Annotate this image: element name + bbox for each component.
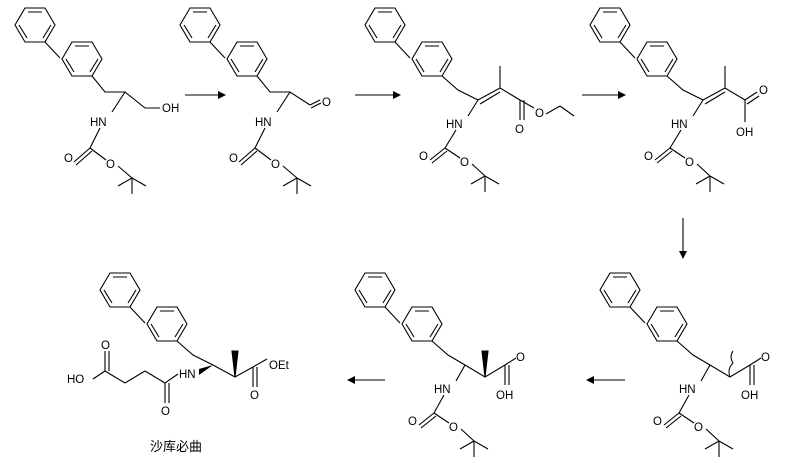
acid-oh-label: OH [496, 390, 513, 402]
ethoxy-label: OEt [269, 360, 290, 372]
boc-carbonyl-o-label: O [408, 416, 417, 428]
ester-o-label: O [535, 108, 544, 120]
nh-label: HN [255, 117, 272, 129]
biphenyl-group [364, 7, 453, 77]
nh-label: HN [446, 119, 463, 131]
nh-label: HN [671, 119, 688, 131]
acid-o-label: O [101, 340, 110, 352]
hydroxyl-label: OH [162, 103, 179, 115]
biphenyl-group [354, 272, 443, 342]
acid-oh-label: OH [741, 390, 758, 402]
boc-ester-o-label: O [685, 157, 694, 169]
boc-ester-o-label: O [694, 422, 703, 434]
biphenyl-group [14, 7, 103, 77]
compound-4: O OH HN O O [589, 7, 768, 192]
nh-label: HN [90, 117, 107, 129]
nh-label: HN [434, 384, 451, 396]
compound-2: O HN O O [179, 7, 331, 194]
amide-o-label: O [161, 406, 170, 418]
ester-o-label: O [271, 159, 280, 171]
boc-carbonyl-o-label: O [653, 416, 662, 428]
acid-oh-label: OH [736, 127, 753, 139]
carbonyl-o-label: O [515, 124, 524, 136]
carbonyl-o-label: O [759, 85, 768, 97]
compound-1: OH HN O O [14, 7, 179, 194]
compound-5: O OH HN O O [599, 272, 770, 457]
carbonyl-o-label: O [229, 153, 238, 165]
boc-ester-o-label: O [460, 157, 469, 169]
biphenyl-group [589, 7, 678, 77]
amide-nh-label: HN [179, 369, 196, 381]
biphenyl-group [179, 7, 268, 77]
ester-carbonyl-o-label: O [250, 390, 259, 402]
acid-ho-label: HO [67, 374, 84, 386]
carbonyl-o-label: O [64, 153, 73, 165]
acid-o-label: O [516, 352, 525, 364]
biphenyl-group [599, 272, 688, 342]
aldehyde-o-label: O [322, 97, 331, 109]
boc-ester-o-label: O [449, 422, 458, 434]
ester-o-label: O [106, 159, 115, 171]
acid-o-label: O [761, 352, 770, 364]
compound-7-sacubitril: OEt O HN O O HO [67, 272, 290, 418]
nh-label: HN [679, 384, 696, 396]
boc-carbonyl-o-label: O [419, 151, 428, 163]
product-name-caption: 沙库必曲 [150, 440, 203, 455]
biphenyl-group [99, 272, 188, 342]
compound-3: O O HN O O [364, 7, 575, 192]
compound-6: O OH HN O O [354, 272, 525, 457]
boc-carbonyl-o-label: O [644, 151, 653, 163]
